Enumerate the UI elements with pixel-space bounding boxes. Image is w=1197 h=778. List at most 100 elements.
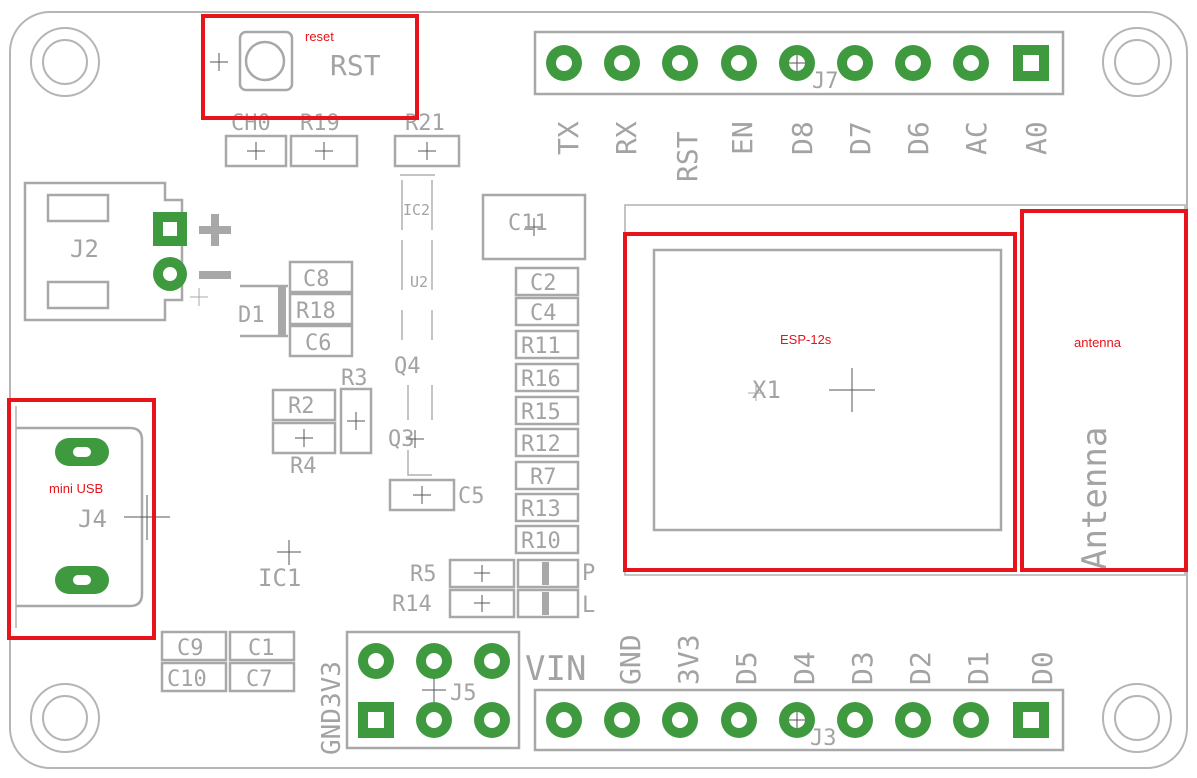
l-label: L: [582, 593, 595, 618]
j2-label: J2: [70, 235, 99, 263]
mounting-hole-bottom-left: [30, 683, 100, 753]
c8-part: [288, 260, 354, 294]
c5-part: [388, 478, 456, 512]
ic2-outline: [400, 174, 435, 340]
esp-highlight-box: [623, 232, 1017, 572]
d1-label: D1: [238, 303, 265, 328]
mounting-hole-bottom-right: [1102, 683, 1172, 753]
pin-3v3-label: 3V3: [672, 634, 705, 685]
q4-label: Q4: [394, 354, 421, 379]
r18-part: [288, 292, 354, 326]
c10-part: [160, 661, 228, 693]
r10-part: [514, 524, 580, 555]
r13-part: [514, 492, 580, 523]
q4-outline: [407, 385, 433, 476]
r4-label: R4: [290, 454, 317, 479]
j5-pads: [358, 643, 510, 738]
c8-label: C8: [303, 267, 330, 292]
pin-d8-label: D8: [786, 121, 819, 155]
c2-part: [514, 266, 580, 297]
p-label: P: [582, 561, 595, 586]
r2-part: [271, 388, 337, 422]
r7-label: R7: [530, 465, 557, 490]
pin-d2-label: D2: [904, 651, 937, 685]
pin-a0-label: A0: [1020, 121, 1053, 155]
r10-label: R10: [521, 529, 561, 554]
r11-part: [514, 329, 580, 360]
j5-label: J5: [450, 681, 477, 706]
pin-d6-label: D6: [902, 121, 935, 155]
r5-part: [448, 558, 516, 589]
pin-d1-label: D1: [962, 651, 995, 685]
antenna-silk-label: Antenna: [1075, 427, 1115, 570]
r15-part: [514, 395, 580, 426]
d1-diode: [240, 284, 288, 338]
j7-header: [533, 30, 1065, 96]
r16-label: R16: [521, 367, 561, 392]
r11-label: R11: [521, 334, 561, 359]
r14-label: R14: [392, 592, 432, 617]
r13-label: R13: [521, 497, 561, 522]
pin-d0-label: D0: [1026, 651, 1059, 685]
pin-en-label: EN: [726, 121, 759, 155]
r18-label: R18: [296, 299, 336, 324]
c2-label: C2: [530, 271, 557, 296]
usb-annotation: mini USB: [49, 481, 103, 496]
reset-button: [210, 30, 294, 92]
pin-d3-label: D3: [846, 651, 879, 685]
ch0-label: CH0: [231, 111, 271, 136]
j7-pads: [546, 45, 1049, 81]
r12-label: R12: [521, 432, 561, 457]
rst-label: RST: [330, 49, 381, 82]
reset-annotation: reset: [305, 29, 334, 44]
usb-highlight-box: [7, 398, 156, 640]
vin-label: VIN: [525, 649, 586, 689]
ic1-label: IC1: [258, 564, 301, 592]
pin-tx-label: TX: [552, 121, 585, 155]
reset-highlight-box: [201, 14, 419, 120]
j4-label: J4: [78, 505, 107, 533]
c6-part: [288, 324, 354, 358]
r3-label: R3: [341, 366, 368, 391]
c9-part: [160, 630, 228, 662]
c9-label: C9: [177, 636, 204, 661]
esp-annotation: ESP-12s: [780, 332, 832, 347]
mounting-hole-top-right: [1102, 27, 1172, 97]
antenna-annotation: antenna: [1074, 335, 1122, 350]
r19-label: R19: [300, 111, 340, 136]
pin-rx-label: RX: [610, 121, 643, 155]
j3-header: [533, 688, 1065, 752]
pin-d5-label: D5: [730, 651, 763, 685]
mounting-hole-top-left: [30, 27, 100, 97]
c7-label: C7: [246, 667, 273, 692]
r15-label: R15: [521, 400, 561, 425]
c4-label: C4: [530, 301, 557, 326]
c5-label: C5: [458, 484, 485, 509]
j3-pads: [546, 702, 1049, 738]
u2-label: U2: [410, 273, 428, 291]
c11-label: C11: [508, 211, 548, 236]
c1-label: C1: [248, 636, 275, 661]
j7-label: J7: [812, 69, 839, 94]
r12-part: [514, 427, 580, 458]
r21-label: R21: [405, 111, 445, 136]
pin-d7-label: D7: [844, 121, 877, 155]
r5-label: R5: [410, 562, 437, 587]
j2-connector: [23, 181, 231, 322]
c6-label: C6: [305, 331, 332, 356]
r7-part: [514, 460, 580, 491]
j4-mini-usb: [15, 406, 170, 628]
x1-label: X1: [752, 376, 781, 404]
r2-label: R2: [288, 394, 315, 419]
pin-gnd-label: GND: [614, 634, 647, 685]
c1-part: [228, 630, 296, 662]
c7-part: [228, 661, 296, 693]
esp-shield-outline: [652, 248, 1003, 532]
ic2-label: IC2: [403, 201, 430, 219]
j5-header: [345, 630, 521, 750]
r16-part: [514, 362, 580, 393]
j3-label: J3: [810, 726, 837, 751]
antenna-highlight-box: [1020, 209, 1188, 572]
pin-ac-label: AC: [960, 121, 993, 155]
